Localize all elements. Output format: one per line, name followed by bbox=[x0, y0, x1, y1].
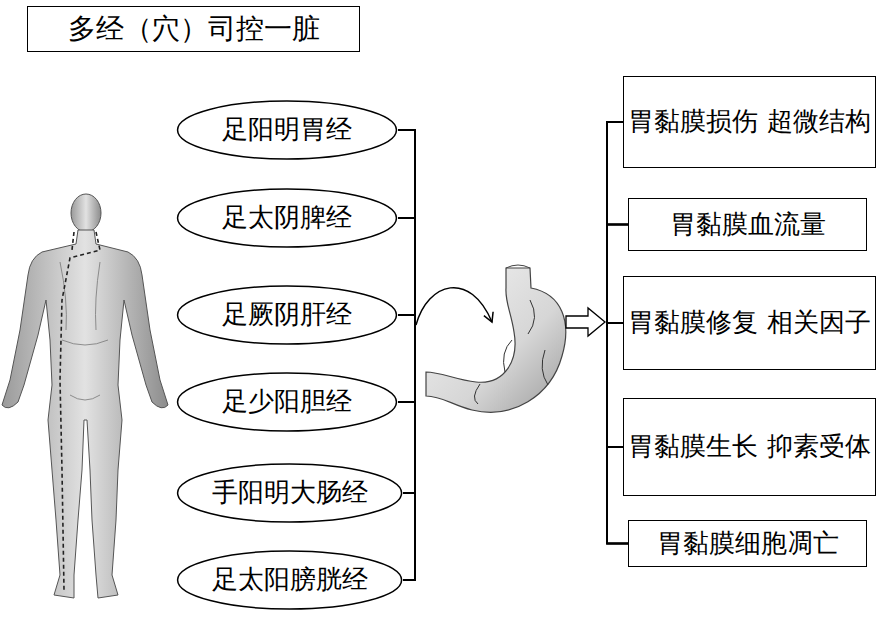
body-silhouette bbox=[2, 230, 168, 598]
meridian-ellipse: 足太阳膀胱经 bbox=[176, 550, 403, 610]
human-figure bbox=[2, 194, 168, 598]
curved-arrow bbox=[416, 288, 492, 325]
meridian-line bbox=[60, 232, 100, 590]
bracket-connector bbox=[398, 225, 628, 326]
bracket-connector bbox=[403, 322, 628, 544]
bracket-connector bbox=[398, 315, 623, 447]
hollow-arrow bbox=[566, 308, 605, 336]
node-label: 足少阳胆经 bbox=[222, 385, 352, 419]
bracket-connector bbox=[403, 322, 623, 493]
bracket-connector bbox=[398, 315, 623, 325]
bracket-connector bbox=[403, 322, 623, 580]
node-label: 足太阴脾经 bbox=[222, 201, 352, 235]
stomach-illustration bbox=[426, 265, 566, 412]
bracket-connector bbox=[398, 122, 623, 325]
node-label: 胃黏膜细胞凋亡 bbox=[657, 527, 839, 561]
meridian-ellipse: 足阳明胃经 bbox=[176, 100, 398, 160]
meridian-ellipse: 足太阴脾经 bbox=[176, 188, 398, 248]
bracket-connector bbox=[398, 122, 623, 325]
meridian-ellipse: 足厥阴肝经 bbox=[176, 285, 398, 345]
meridian-ellipse: 手阳明大肠经 bbox=[176, 463, 403, 523]
bracket-connector bbox=[398, 322, 628, 544]
node-label: 胃黏膜血流量 bbox=[670, 208, 826, 242]
bracket-connector bbox=[403, 322, 623, 580]
bracket-connector bbox=[398, 315, 628, 544]
bracket-connector bbox=[398, 130, 623, 447]
indicator-box: 胃黏膜生长 抑素受体 bbox=[623, 398, 876, 496]
node-label: 胃黏膜生长 抑素受体 bbox=[628, 430, 870, 464]
bracket-connector bbox=[398, 218, 623, 325]
node-label: 多经（穴）司控一脏 bbox=[68, 11, 320, 47]
bracket-connector bbox=[398, 130, 623, 325]
node-label: 足太阳膀胱经 bbox=[212, 563, 368, 597]
node-label: 足厥阴肝经 bbox=[222, 298, 352, 332]
indicator-box: 胃黏膜细胞凋亡 bbox=[628, 520, 867, 567]
indicator-box: 胃黏膜损伤 超微结构 bbox=[623, 76, 876, 168]
bracket-connector bbox=[398, 218, 623, 447]
bracket-connector bbox=[398, 225, 628, 403]
bracket-connector bbox=[398, 130, 628, 544]
bracket-connector bbox=[398, 122, 623, 402]
bracket-connector bbox=[398, 218, 628, 325]
bracket-connector bbox=[398, 322, 623, 447]
bracket-connector bbox=[398, 130, 628, 325]
bracket-connector bbox=[403, 322, 623, 493]
bracket-connector bbox=[398, 218, 628, 544]
bracket-connector bbox=[398, 122, 623, 325]
node-label: 胃黏膜损伤 超微结构 bbox=[628, 105, 870, 139]
bracket-connector bbox=[403, 122, 623, 493]
bracket-connector bbox=[398, 322, 623, 402]
bracket-connector bbox=[403, 225, 628, 581]
title-box: 多经（穴）司控一脏 bbox=[27, 6, 360, 52]
indicator-box: 胃黏膜血流量 bbox=[628, 198, 867, 251]
node-label: 胃黏膜修复 相关因子 bbox=[628, 306, 870, 340]
node-label: 足阳明胃经 bbox=[222, 113, 352, 147]
indicator-box: 胃黏膜修复 相关因子 bbox=[623, 276, 876, 370]
meridian-ellipse: 足少阳胆经 bbox=[176, 372, 398, 432]
node-label: 手阳明大肠经 bbox=[212, 476, 368, 510]
bracket-connector bbox=[403, 322, 628, 580]
bracket-connector bbox=[403, 225, 628, 494]
bracket-connector bbox=[403, 122, 623, 580]
